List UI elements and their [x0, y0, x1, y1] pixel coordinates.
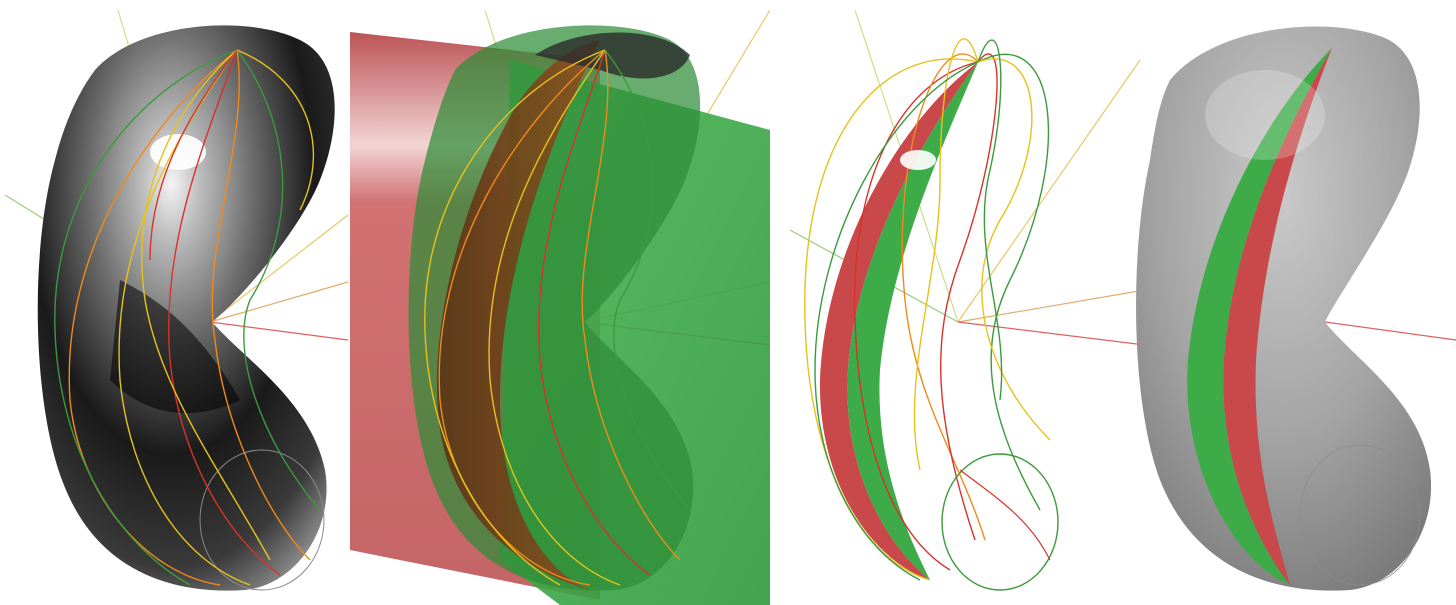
bean-end-cap	[199, 449, 325, 591]
final-strip-green	[1187, 48, 1332, 585]
isoparametric-curves-2	[424, 49, 691, 586]
bean-shadow	[110, 280, 240, 414]
final-highlight	[1205, 70, 1325, 160]
bean-top-dark	[535, 32, 690, 79]
strip-green	[847, 62, 978, 580]
wireframe-curves	[804, 38, 1051, 581]
bean-highlight	[150, 134, 206, 170]
panel-wireframe	[789, 9, 1146, 591]
isoparametric-curves	[54, 49, 321, 586]
final-end-cap	[1299, 444, 1421, 586]
panel-shaded-bean	[4, 9, 349, 591]
bean-body-dark	[37, 25, 335, 591]
panel-cutting-planes	[350, 9, 771, 605]
strip-red	[819, 62, 978, 580]
wireframe-end-cap-inner	[959, 469, 1051, 561]
wireframe-highlight	[900, 150, 936, 170]
bean-cut-section	[437, 40, 600, 590]
axis-red-4	[1324, 321, 1456, 341]
panel-final-shaded	[1136, 26, 1456, 591]
wireframe-end-cap	[941, 453, 1059, 591]
final-strip-red	[1223, 48, 1332, 585]
